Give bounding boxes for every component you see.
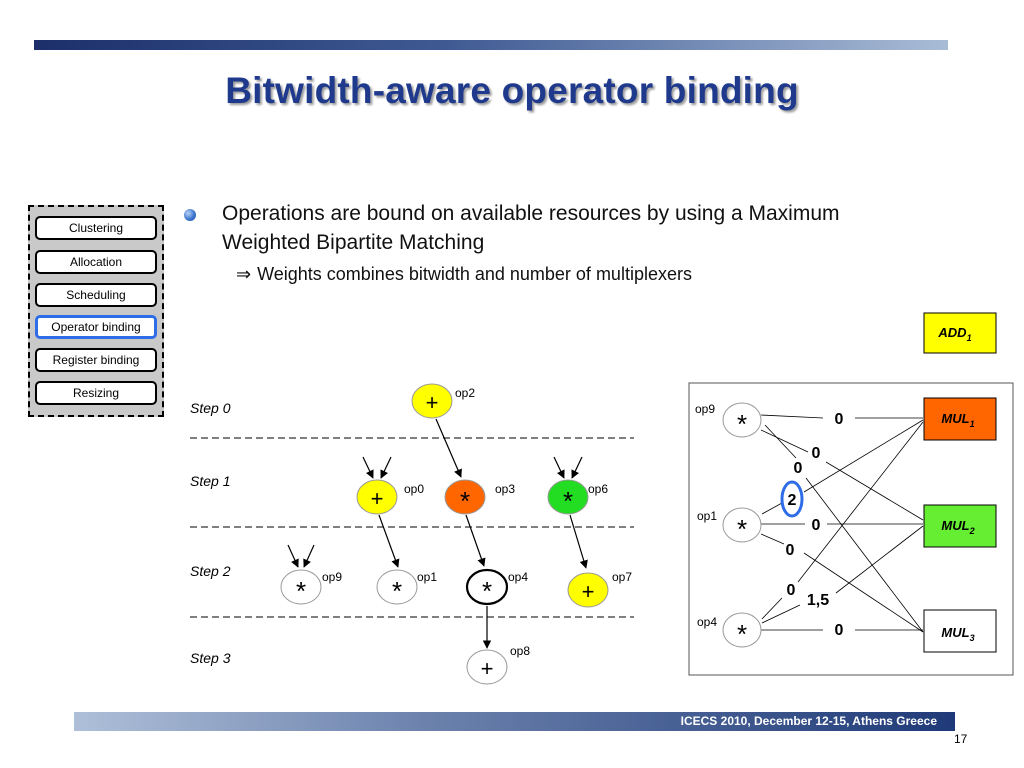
bullet-icon [184, 209, 196, 221]
weight-label: 0 [835, 622, 844, 639]
flow-step-scheduling[interactable]: Scheduling [35, 283, 157, 307]
op-symbol: * [296, 576, 306, 606]
highlight-ring [780, 480, 804, 518]
edge-op0-op1 [378, 514, 400, 568]
op-symbol: + [582, 579, 595, 604]
flow-panel: Clustering Allocation Scheduling Operato… [28, 205, 164, 417]
op-node-op1 [376, 569, 418, 605]
mul1-label: MUL1 [941, 411, 974, 429]
op-symbol: + [371, 486, 384, 511]
step-1-label: Step 1 [190, 473, 230, 489]
weight-label: 1,5 [807, 592, 829, 609]
bipartite-op-node [722, 507, 762, 543]
mul2-box [923, 504, 997, 548]
op-symbol: * [392, 576, 402, 606]
mul2-sub: 2 [969, 526, 975, 536]
input-arrow [303, 544, 315, 568]
op-symbol: * [482, 576, 492, 606]
op-label: op1 [417, 570, 437, 584]
mul1-box [923, 397, 997, 441]
input-arrow [287, 544, 299, 568]
add1-sub: 1 [967, 333, 972, 343]
add1-label: ADD1 [937, 325, 971, 343]
header-bar [34, 40, 948, 50]
mul3-box [923, 609, 997, 653]
op-node-op8 [466, 649, 508, 685]
edge-op3-op4 [465, 514, 486, 567]
sub-bullet: ⇒Weights combines bitwidth and number of… [236, 264, 692, 285]
mul2-name: MUL [941, 518, 969, 533]
bipartite-op-node [722, 612, 762, 648]
add1-name: ADD [937, 325, 967, 340]
weight-label: 0 [786, 542, 795, 559]
mul3-sub: 3 [970, 633, 975, 643]
bipartite-frame [688, 382, 1014, 676]
weight-label: 0 [787, 582, 796, 599]
op-node-op9 [280, 569, 322, 605]
sub-bullet-text: Weights combines bitwidth and number of … [257, 264, 692, 284]
op-label: op8 [510, 644, 530, 658]
mul1-name: MUL [941, 411, 969, 426]
input-arrow [362, 456, 374, 479]
add1-box [923, 312, 997, 354]
bullet-text: Operations are bound on available resour… [222, 202, 840, 254]
mul2-label: MUL2 [941, 518, 974, 536]
step-2-label: Step 2 [190, 563, 231, 579]
op-label: op2 [455, 386, 475, 400]
op-label: op6 [588, 482, 608, 496]
implies-arrow-icon: ⇒ [236, 264, 252, 285]
bipartite-edges [760, 414, 924, 633]
mul3-name: MUL [941, 625, 969, 640]
op-label: op4 [508, 570, 528, 584]
multiply-icon: * [737, 619, 747, 649]
step-3-label: Step 3 [190, 650, 231, 666]
op-node-op7 [567, 572, 609, 608]
bipartite-op-label: op1 [697, 509, 717, 523]
flow-step-resizing[interactable]: Resizing [35, 381, 157, 405]
weight-label: 0 [812, 445, 821, 462]
bipartite-op-label: op9 [695, 402, 715, 416]
mul1-sub: 1 [970, 419, 975, 429]
multiply-icon: * [737, 409, 747, 439]
input-arrow [571, 456, 583, 479]
flow-step-register-binding[interactable]: Register binding [35, 348, 157, 372]
op-node-op4 [465, 568, 509, 606]
op-symbol: + [481, 656, 494, 681]
op-label: op3 [495, 482, 515, 496]
op-label: op7 [612, 570, 632, 584]
flow-step-operator-binding[interactable]: Operator binding [35, 315, 157, 339]
op-symbol: + [426, 390, 439, 415]
step-0-label: Step 0 [190, 400, 231, 416]
bipartite-op-label: op4 [697, 615, 717, 629]
op-node-op3 [444, 479, 486, 515]
edge-op2-op3 [435, 418, 462, 478]
weight-label: 0 [812, 517, 821, 534]
mul3-label: MUL3 [941, 625, 974, 643]
footer-bar: ICECS 2010, December 12-15, Athens Greec… [74, 712, 955, 731]
op-symbol: * [563, 486, 573, 516]
op-label: op9 [322, 570, 342, 584]
weight-label: 0 [794, 460, 803, 477]
input-arrow [553, 456, 565, 479]
op-label: op0 [404, 482, 424, 496]
page-number: 17 [954, 732, 968, 746]
weight-label-highlight: 2 [788, 492, 797, 509]
slide-title: Bitwidth-aware operator binding [225, 70, 799, 111]
op-symbol: * [460, 486, 470, 516]
multiply-icon: * [737, 514, 747, 544]
bipartite-op-node [722, 402, 762, 438]
input-arrow [380, 456, 392, 479]
footer-text: ICECS 2010, December 12-15, Athens Greec… [680, 714, 937, 728]
op-node-op0 [356, 479, 398, 515]
weight-label: 0 [835, 411, 844, 428]
flow-step-allocation[interactable]: Allocation [35, 250, 157, 274]
flow-step-clustering[interactable]: Clustering [35, 216, 157, 240]
edge-op6-op7 [569, 514, 588, 569]
op-node-op6 [547, 479, 589, 515]
op-node-op2 [411, 383, 453, 419]
